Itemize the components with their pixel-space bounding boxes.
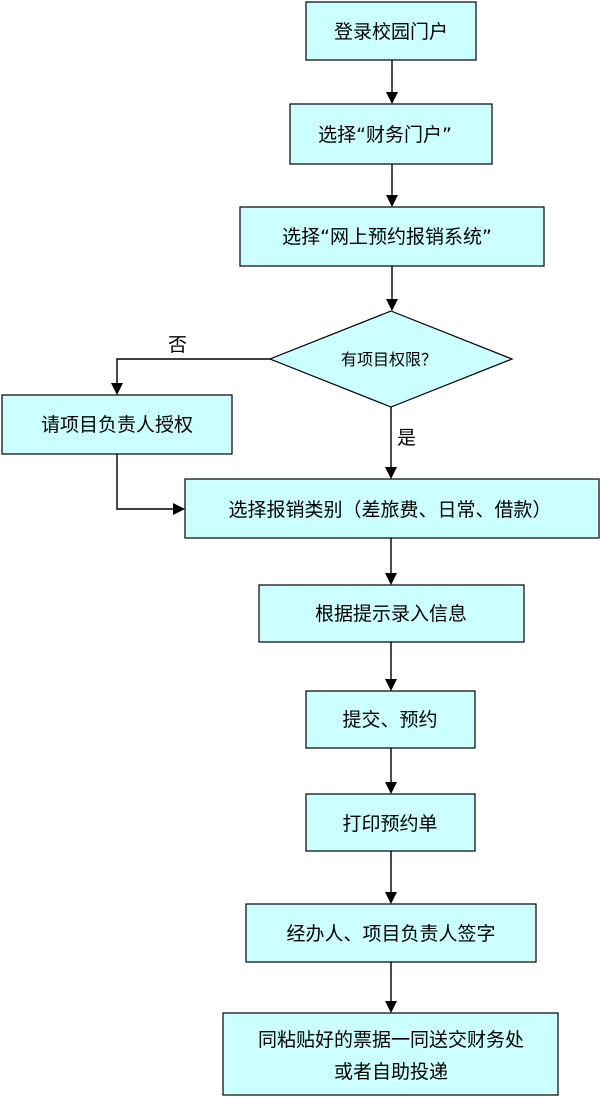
decision-permission: 有项目权限？ (268, 310, 514, 408)
step-request-authorization: 请项目负责人授权 (1, 394, 233, 455)
step-enter-info: 根据提示录入信息 (258, 584, 525, 643)
step-select-booking-system: 选择“网上预约报销系统” (239, 206, 545, 267)
step-enter-info-label: 根据提示录入信息 (315, 603, 467, 625)
arrowhead-booking-to-decision (386, 299, 398, 311)
decision-permission-label: 有项目权限？ (341, 350, 437, 369)
arrowhead-decision-no (111, 383, 123, 395)
step-deliver-label-line2: 或者自助投递 (334, 1061, 448, 1083)
arrowhead-print-to-sign (385, 892, 397, 904)
connector-authorization-to-category (116, 454, 173, 510)
step-login-portal: 登录校园门户 (305, 1, 477, 61)
step-submit-booking: 提交、预约 (305, 690, 476, 749)
step-request-authorization-label: 请项目负责人授权 (41, 414, 193, 436)
step-select-finance-portal-label: 选择“财务门户” (318, 124, 452, 146)
step-select-booking-system-label: 选择“网上预约报销系统” (282, 226, 492, 248)
connectors (111, 60, 398, 1013)
step-sign-label: 经办人、项目负责人签字 (286, 923, 495, 945)
arrowhead-sign-to-deliver (385, 1001, 397, 1013)
step-deliver-label-line1: 同粘贴好的票据一同送交财务处 (258, 1029, 524, 1051)
arrowhead-category-to-info (385, 573, 397, 585)
step-select-category-label: 选择报销类别（差旅费、日常、借款） (228, 499, 551, 521)
step-deliver: 同粘贴好的票据一同送交财务处 或者自助投递 (222, 1012, 559, 1096)
step-submit-booking-label: 提交、预约 (342, 709, 437, 731)
arrowhead-submit-to-print (385, 782, 397, 794)
step-select-finance-portal: 选择“财务门户” (289, 103, 493, 165)
step-select-category: 选择报销类别（差旅费、日常、借款） (184, 478, 600, 539)
arrowhead-decision-yes (385, 467, 397, 479)
step-print-slip: 打印预约单 (305, 793, 476, 852)
branch-label-no: 否 (168, 334, 187, 356)
branch-label-yes: 是 (397, 427, 416, 449)
arrowhead-login-to-finance (386, 92, 398, 104)
connector-decision-no (116, 358, 270, 383)
arrowhead-authorization-to-category (173, 503, 185, 515)
step-login-portal-label: 登录校园门户 (334, 21, 448, 43)
arrowhead-finance-to-booking (386, 195, 398, 207)
step-sign: 经办人、项目负责人签字 (245, 903, 537, 963)
arrowhead-info-to-submit (385, 679, 397, 691)
step-print-slip-label: 打印预约单 (342, 813, 437, 835)
